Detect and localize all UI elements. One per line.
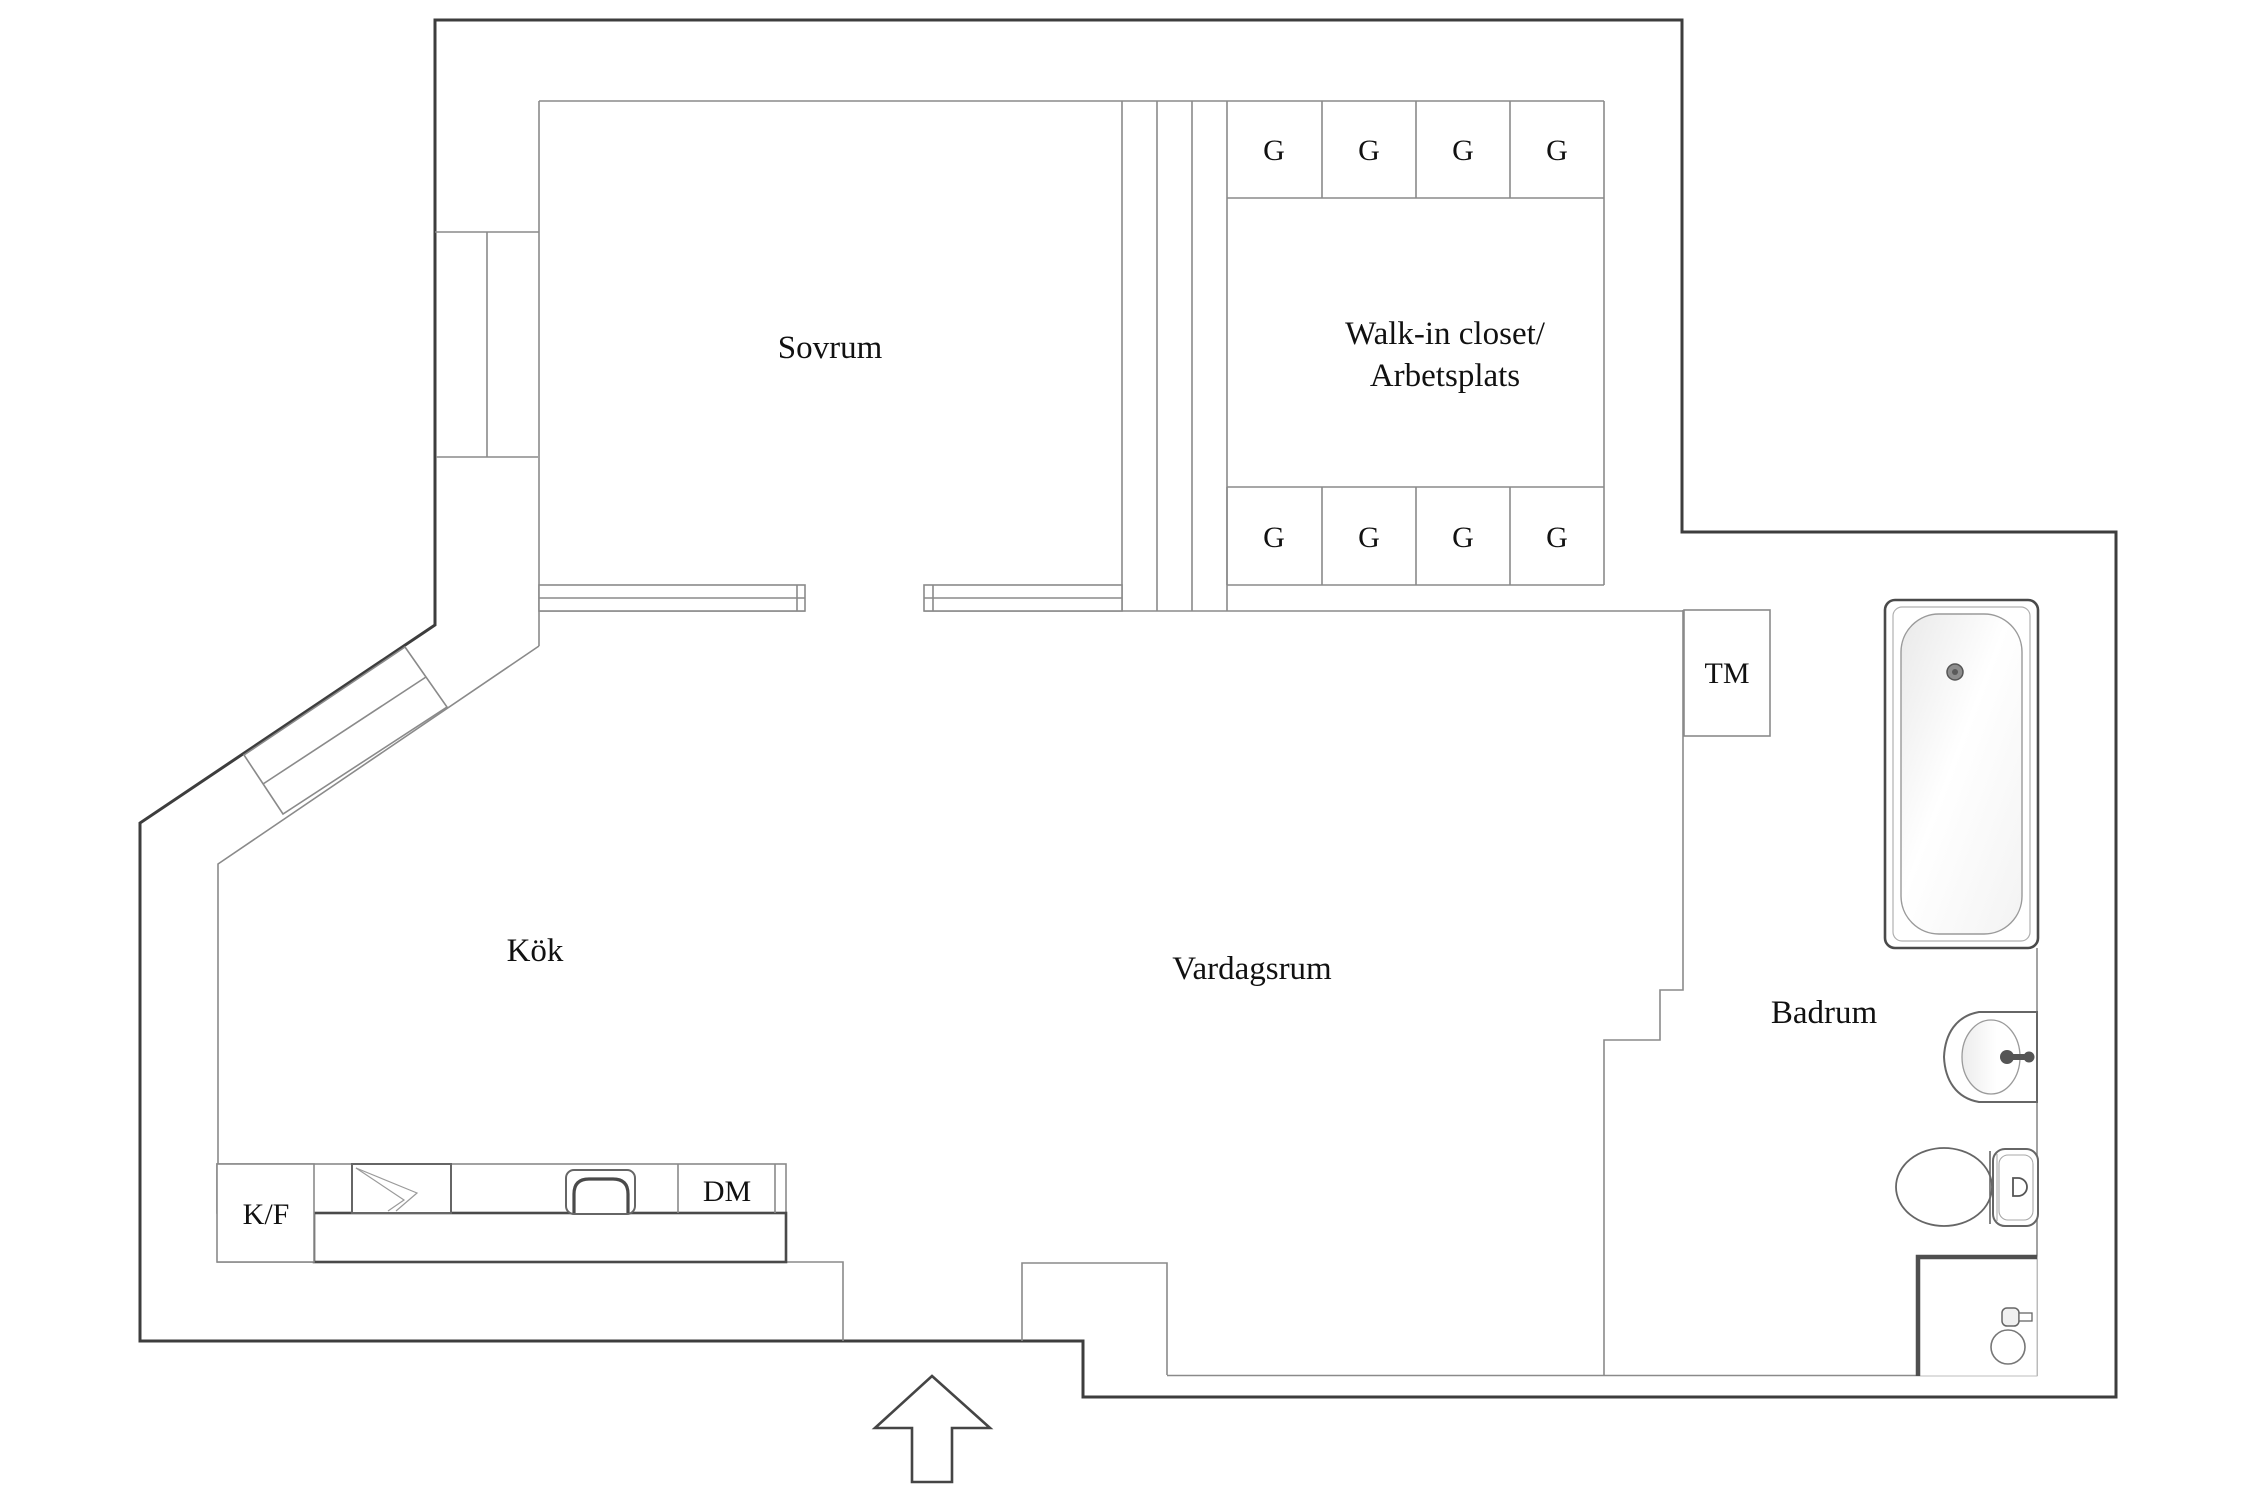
window-bedroom-right <box>923 584 1123 612</box>
kitchen-counter: K/F DM <box>216 1163 788 1264</box>
label-kitchen: Kök <box>507 933 564 969</box>
wardrobe-row-bottom: G G G G <box>1226 486 1604 586</box>
shower <box>1915 1254 2038 1377</box>
shower-drain <box>1990 1329 2026 1365</box>
label-living-room: Vardagsrum <box>1172 951 1332 987</box>
sliding-door-partition <box>1121 101 1228 611</box>
washbasin <box>1942 1011 2038 1103</box>
washbasin-faucet <box>2000 1050 2035 1064</box>
label-closet-line1: Walk-in closet/ <box>1345 316 1546 352</box>
counter-base <box>312 1211 788 1264</box>
wall-bathroom-west <box>1603 610 1684 1376</box>
toilet-bowl <box>1895 1147 1993 1227</box>
wall-niche-columns <box>435 231 539 458</box>
room-labels: Sovrum Walk-in closet/ Arbetsplats Kök V… <box>507 316 1878 1031</box>
toilet <box>1895 1147 2039 1227</box>
washing-machine-box: TM <box>1683 609 1771 737</box>
shower-mixer <box>2001 1307 2033 1327</box>
wardrobe-label: G <box>1546 521 1568 554</box>
wardrobe-label: G <box>1452 134 1474 167</box>
wall-kitchen-south <box>217 1261 844 1341</box>
entrance-arrow <box>871 1374 994 1484</box>
outer-wall <box>138 18 2118 1399</box>
wardrobe-label: G <box>1263 134 1285 167</box>
wardrobe-label: G <box>1358 134 1380 167</box>
bathtub-basin <box>1900 613 2023 935</box>
wardrobe-label: G <box>1358 521 1380 554</box>
wardrobe-row-top: G G G G <box>1227 101 1604 199</box>
counter-dividers <box>677 1164 776 1213</box>
label-bedroom: Sovrum <box>778 330 883 366</box>
window-bedroom-left <box>538 584 806 612</box>
label-bathroom: Badrum <box>1771 995 1878 1031</box>
stove-symbol <box>351 1163 452 1214</box>
wall-bottom-pillar <box>1021 1262 1168 1375</box>
dishwasher-label: DM <box>703 1175 751 1208</box>
kitchen-sink <box>565 1169 636 1215</box>
label-closet-line2: Arbetsplats <box>1370 358 1520 394</box>
wall-kitchen-diagonal-inner <box>217 645 540 1164</box>
fridge-freezer-label: K/F <box>243 1198 290 1231</box>
bathtub <box>1883 598 2040 950</box>
wardrobe-label: G <box>1263 521 1285 554</box>
window-kitchen-diagonal <box>242 645 449 816</box>
wardrobe-label: G <box>1452 521 1474 554</box>
fridge-freezer-box <box>216 1163 315 1263</box>
windows <box>242 584 1123 816</box>
wardrobe-label: G <box>1546 134 1568 167</box>
washing-machine-label: TM <box>1705 657 1750 690</box>
toilet-flush-button <box>2012 1177 2028 1197</box>
